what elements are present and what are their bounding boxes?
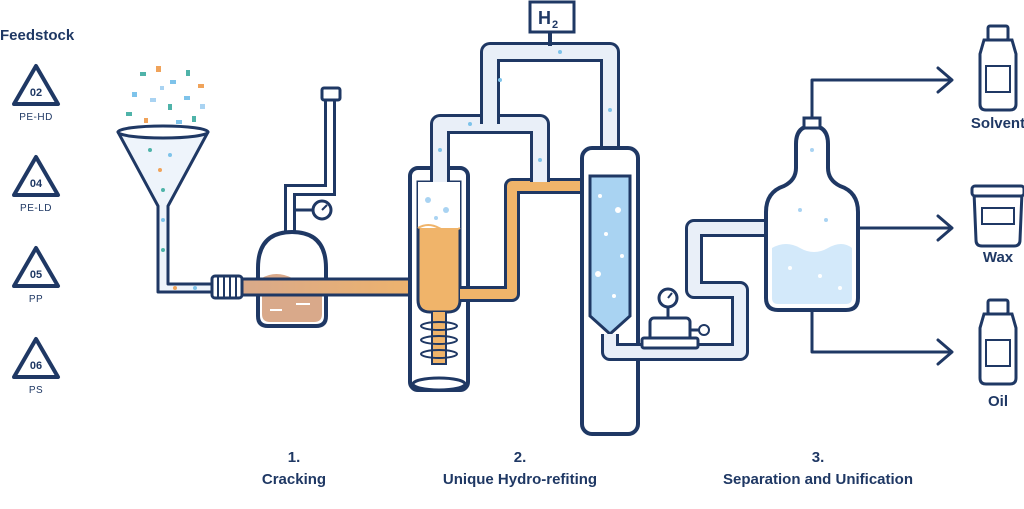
- step-3-number: 3.: [812, 449, 825, 466]
- funnel: [116, 124, 214, 294]
- output-label-oil: Oil: [988, 393, 1008, 410]
- pipe-cracking-to-column: [240, 277, 434, 297]
- recycle-label-pp: PP: [29, 294, 43, 305]
- hydro-refining-column: [580, 146, 640, 436]
- hydrogen-supply-pipes: [430, 32, 620, 182]
- recycle-code-06: 06: [30, 360, 42, 372]
- wax-container-icon: [970, 184, 1024, 248]
- hydrogen-tank: H 2: [528, 0, 576, 34]
- step-2-name: Unique Hydro-refiting: [443, 471, 597, 488]
- recycle-label-ps: PS: [29, 385, 43, 396]
- plastic-flakes: [126, 66, 205, 124]
- hydrogen-label: H: [538, 8, 551, 28]
- reactor-column-orange: [408, 166, 470, 392]
- step-2-number: 2.: [514, 449, 527, 466]
- step-1-number: 1.: [288, 449, 301, 466]
- recycle-symbol-pe-hd: 02 PE-HD: [12, 64, 60, 123]
- solvent-bottle-icon: [978, 24, 1018, 112]
- oil-bottle-icon: [978, 298, 1018, 386]
- recycle-symbol-pp: 05 PP: [12, 246, 60, 305]
- coil-heater: [210, 274, 244, 300]
- recycle-code-05: 05: [30, 269, 42, 281]
- recycle-symbol-pe-ld: 04 PE-LD: [12, 155, 60, 214]
- pipe-orange-transfer: [460, 178, 586, 302]
- recycle-code-04: 04: [30, 178, 43, 190]
- output-label-wax: Wax: [983, 249, 1014, 266]
- step-3-name: Separation and Unification: [723, 471, 913, 488]
- recycle-label-pe-hd: PE-HD: [19, 112, 53, 123]
- recycle-label-pe-ld: PE-LD: [20, 203, 52, 214]
- pump: [640, 287, 710, 350]
- output-label-solvent: Solvent: [971, 115, 1024, 132]
- separator-vessel: [764, 116, 860, 312]
- recycle-code-02: 02: [30, 87, 42, 99]
- feedstock-title: Feedstock: [0, 27, 75, 44]
- step-1-name: Cracking: [262, 471, 326, 488]
- output-arrows: [810, 66, 954, 366]
- recycle-symbol-ps: 06 PS: [12, 337, 60, 396]
- hydrogen-subscript: 2: [552, 19, 558, 31]
